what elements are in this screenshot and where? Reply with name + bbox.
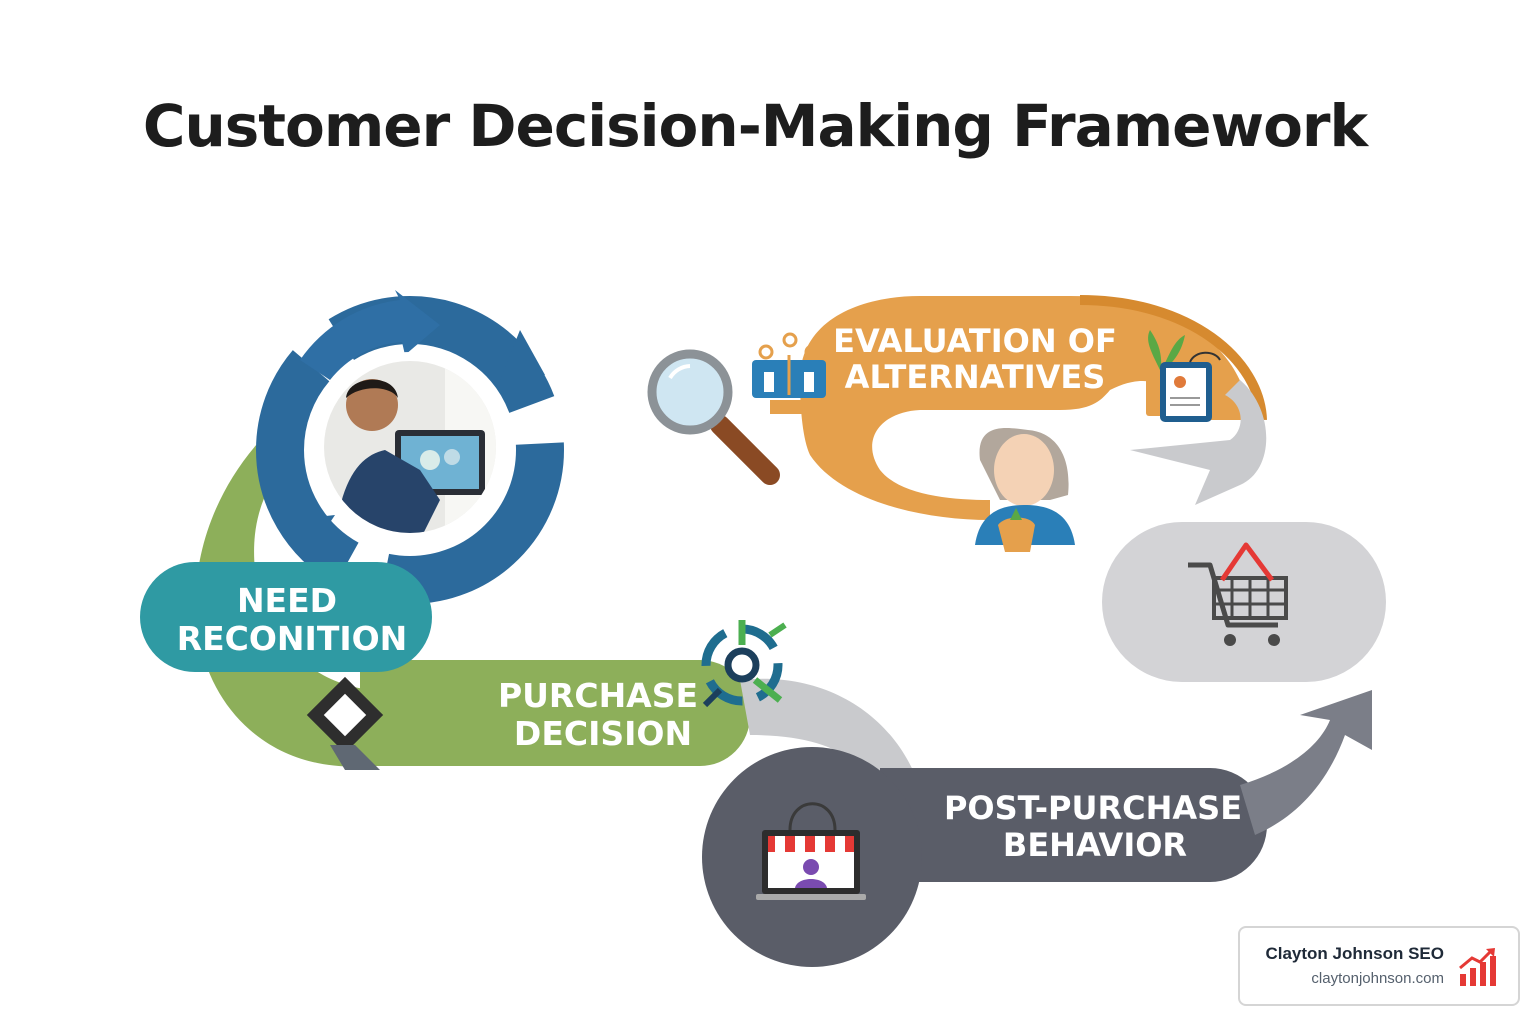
evaluation-swoop xyxy=(800,296,1250,520)
post-bar xyxy=(880,768,1267,882)
badge-url[interactable]: claytonjohnson.com xyxy=(1311,970,1444,987)
post-label-line2: BEHAVIOR xyxy=(1003,826,1187,864)
purchase-label-line2: DECISION xyxy=(514,714,692,753)
storefront-laptop-icon xyxy=(756,802,866,900)
green-arc xyxy=(195,430,380,767)
brand-badge[interactable]: Clayton Johnson SEO claytonjohnson.com xyxy=(1238,926,1520,1006)
diamond-icon xyxy=(306,676,384,770)
need-label-line2: RECONITION xyxy=(177,619,408,658)
cart-pill xyxy=(1102,522,1386,682)
magnifier-icon xyxy=(647,349,780,485)
purchase-bar xyxy=(360,660,750,766)
evaluation-label-line1: EVALUATION OF xyxy=(833,322,1117,360)
need-label-line1: NEED xyxy=(237,581,337,620)
person-tablet-photo xyxy=(324,361,496,533)
person-avatar-icon xyxy=(975,428,1075,552)
purchase-label-line1: PURCHASE xyxy=(498,676,698,715)
people-compare-icon xyxy=(752,332,826,414)
badge-name: Clayton Johnson SEO xyxy=(1265,944,1444,963)
post-label-line1: POST-PURCHASE xyxy=(944,789,1242,827)
growth-chart-icon xyxy=(1459,948,1496,986)
need-pill xyxy=(140,562,432,672)
gray-curve xyxy=(1130,380,1267,505)
target-arrows-icon xyxy=(701,620,787,708)
shopping-cart-icon xyxy=(1188,542,1288,646)
evaluation-label-line2: ALTERNATIVES xyxy=(845,358,1106,396)
page-title: Customer Decision-Making Framework xyxy=(142,92,1368,160)
plant-badge-icon xyxy=(1146,330,1221,422)
gray-arrow xyxy=(1240,690,1372,835)
